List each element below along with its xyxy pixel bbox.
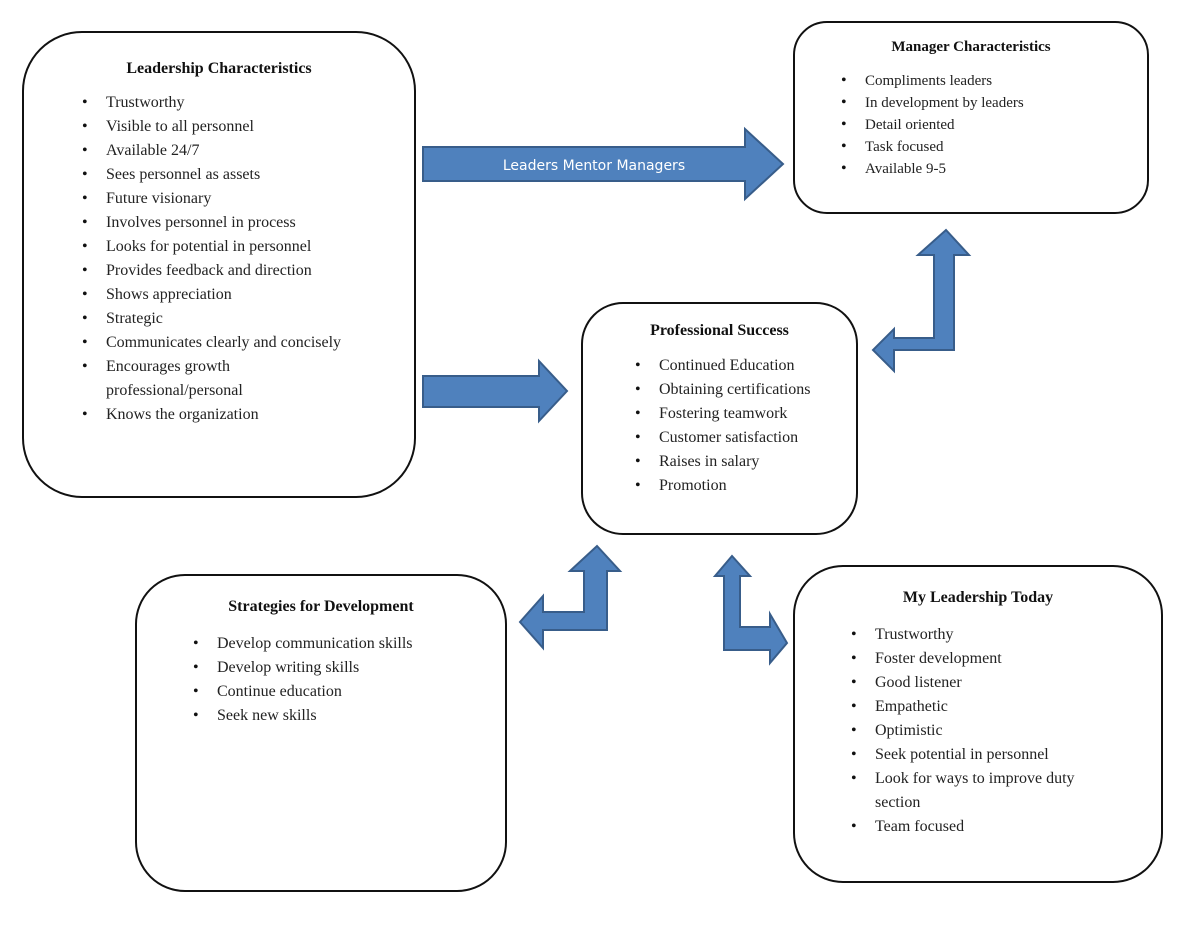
professional-success-list: Continued Education Obtaining certificat… <box>635 354 856 498</box>
success-strategies-bent-arrow <box>518 544 623 651</box>
list-item: Involves personnel in process <box>82 211 414 235</box>
list-item: Trustworthy <box>851 623 1161 647</box>
success-today-bent-arrow <box>712 554 789 666</box>
list-item: Develop communication skills <box>193 632 505 656</box>
list-item: Customer satisfaction <box>635 426 856 450</box>
list-item: Future visionary <box>82 187 414 211</box>
list-item: Available 9-5 <box>841 158 1147 180</box>
list-item: Team focused <box>851 815 1161 839</box>
manager-characteristics-list: Compliments leaders In development by le… <box>841 70 1147 180</box>
list-item: Strategic <box>82 307 414 331</box>
list-item: Good listener <box>851 671 1161 695</box>
list-item: Communicates clearly and concisely <box>82 331 414 355</box>
strategies-for-development-list: Develop communication skills Develop wri… <box>193 632 505 728</box>
leadership-to-success-arrow <box>422 358 569 424</box>
mentor-arrow: Leaders Mentor Managers <box>422 126 785 202</box>
list-item: Detail oriented <box>841 114 1147 136</box>
professional-success-title: Professional Success <box>650 322 789 339</box>
list-item: Task focused <box>841 136 1147 158</box>
list-item: Raises in salary <box>635 450 856 474</box>
strategies-for-development-title: Strategies for Development <box>228 598 414 615</box>
leadership-characteristics-box: Leadership Characteristics Trustworthy V… <box>22 31 416 498</box>
list-item: Foster development <box>851 647 1161 671</box>
list-item: Provides feedback and direction <box>82 259 414 283</box>
list-item: In development by leaders <box>841 92 1147 114</box>
list-item: Continued Education <box>635 354 856 378</box>
manager-characteristics-title: Manager Characteristics <box>891 39 1051 55</box>
leadership-characteristics-title: Leadership Characteristics <box>126 60 312 77</box>
list-item: Trustworthy <box>82 91 414 115</box>
strategies-for-development-box: Strategies for Development Develop commu… <box>135 574 507 892</box>
list-item: Obtaining certifications <box>635 378 856 402</box>
list-item: Sees personnel as assets <box>82 163 414 187</box>
list-item: Empathetic <box>851 695 1161 719</box>
my-leadership-today-list: Trustworthy Foster development Good list… <box>851 623 1161 839</box>
mentor-arrow-label: Leaders Mentor Managers <box>503 158 685 174</box>
list-item: Optimistic <box>851 719 1161 743</box>
list-item: Encourages growth professional/personal <box>82 355 256 403</box>
list-item: Looks for potential in personnel <box>82 235 414 259</box>
list-item: Knows the organization <box>82 403 414 427</box>
success-manager-bent-arrow <box>871 228 972 374</box>
leadership-characteristics-list: Trustworthy Visible to all personnel Ava… <box>82 91 414 427</box>
my-leadership-today-box: My Leadership Today Trustworthy Foster d… <box>793 565 1163 883</box>
list-item: Seek new skills <box>193 704 505 728</box>
list-item: Continue education <box>193 680 505 704</box>
list-item: Look for ways to improve duty section <box>851 767 1115 815</box>
list-item: Compliments leaders <box>841 70 1147 92</box>
my-leadership-today-title: My Leadership Today <box>902 589 1054 606</box>
list-item: Visible to all personnel <box>82 115 414 139</box>
list-item: Fostering teamwork <box>635 402 856 426</box>
list-item: Promotion <box>635 474 856 498</box>
professional-success-box: Professional Success Continued Education… <box>581 302 858 535</box>
manager-characteristics-box: Manager Characteristics Compliments lead… <box>793 21 1149 214</box>
list-item: Shows appreciation <box>82 283 414 307</box>
list-item: Develop writing skills <box>193 656 505 680</box>
list-item: Seek potential in personnel <box>851 743 1161 767</box>
list-item: Available 24/7 <box>82 139 414 163</box>
